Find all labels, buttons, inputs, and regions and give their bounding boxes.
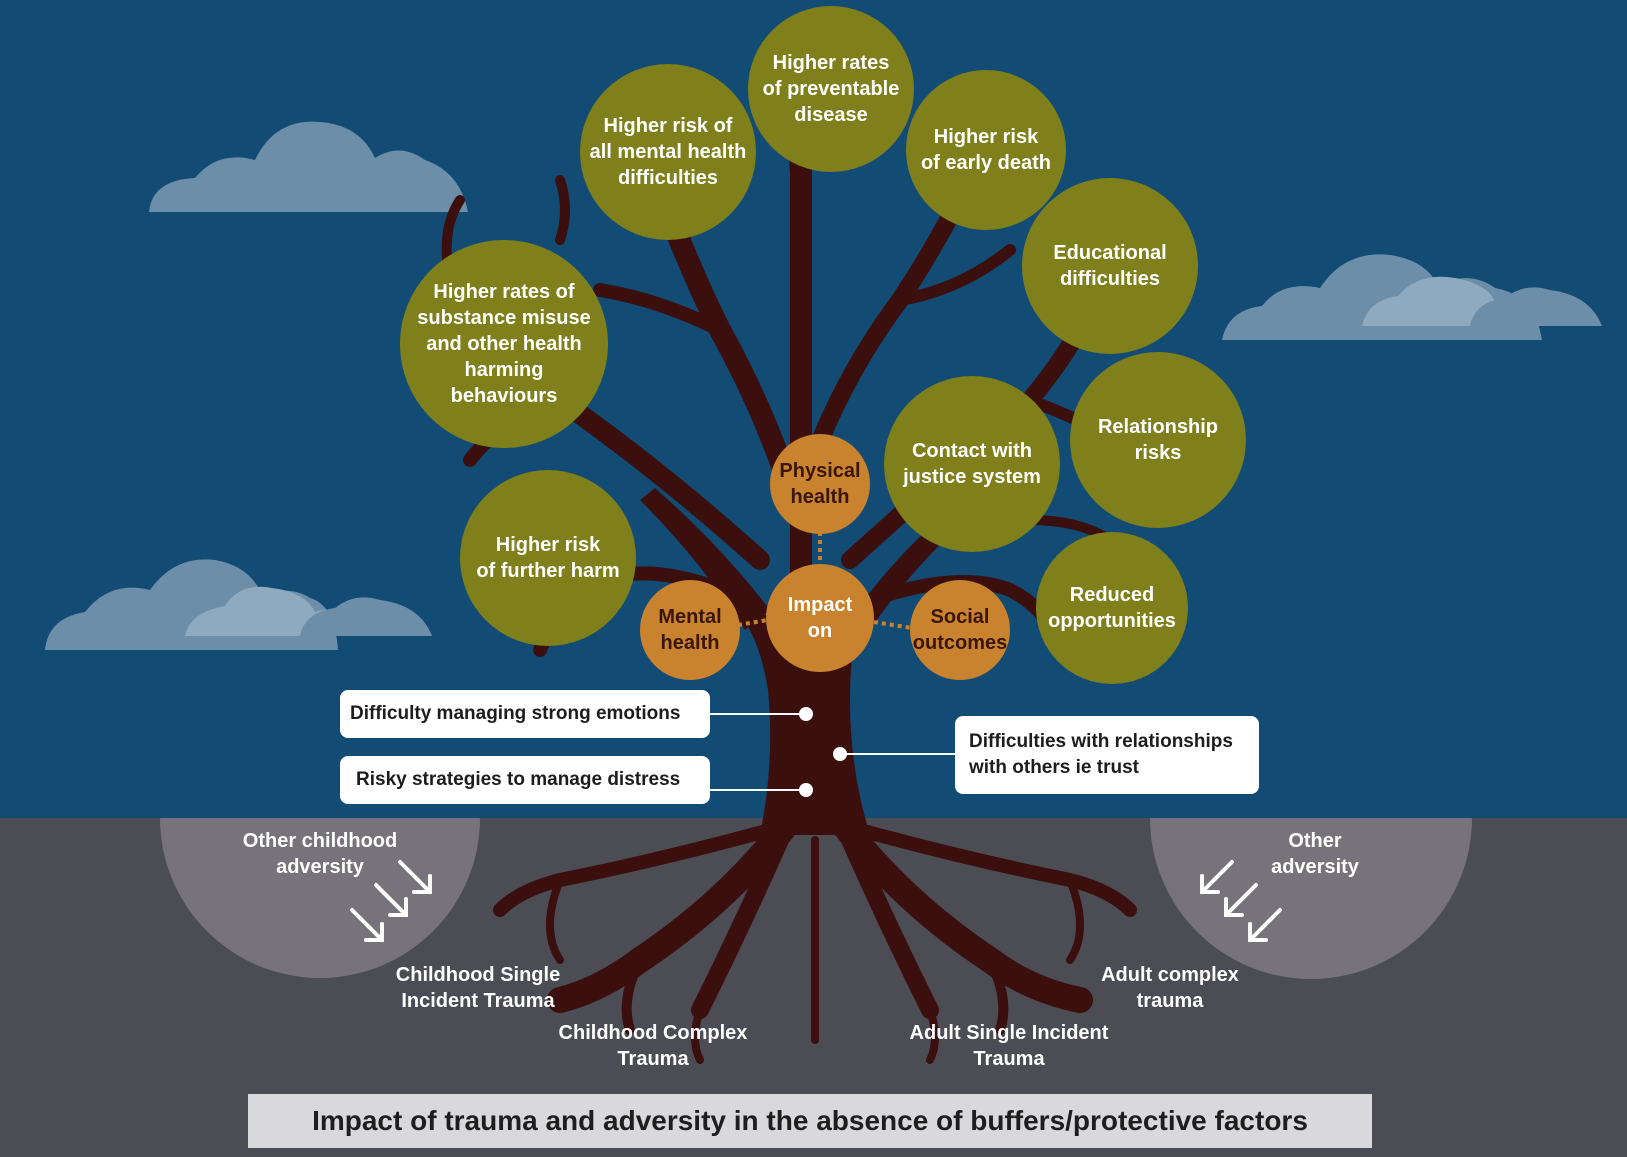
root-childhood-single-label: Childhood Single Incident Trauma <box>395 964 561 1012</box>
impact-preventable-disease-label: Higher rates of preventable disease <box>762 52 900 126</box>
callout-relationships-trust-label: Difficulties with relationships with oth… <box>969 731 1233 778</box>
impact-preventable-disease: Higher rates of preventable disease <box>748 6 914 172</box>
category-physical-health: Physical health <box>770 434 870 534</box>
arrow-down-left-icon <box>1224 883 1258 917</box>
category-social-outcomes: Social outcomes <box>910 580 1010 680</box>
category-impact-on: Impact on <box>766 564 874 672</box>
arrow-down-left-icon <box>1200 860 1234 894</box>
root-adult-complex-label: Adult complex trauma <box>1101 964 1239 1012</box>
title-banner: Impact of trauma and adversity in the ab… <box>248 1094 1372 1148</box>
tree-roots <box>493 807 1137 1064</box>
adversity-dome-left <box>160 818 480 978</box>
arrow-down-right-icon <box>374 883 408 917</box>
impact-early-death: Higher risk of early death <box>906 70 1066 230</box>
arrow-icons-right <box>1200 860 1282 942</box>
impact-relationship-risks-label: Relationship risks <box>1097 416 1218 464</box>
impact-educational-difficulties-label: Educational difficulties <box>1053 242 1167 290</box>
callout-connectors <box>710 707 955 797</box>
category-impact-on-label: Impact on <box>787 594 853 642</box>
callout-relationships-trust: Difficulties with relationships with oth… <box>955 716 1259 794</box>
impact-reduced-opportunities: Reduced opportunities <box>1036 532 1188 684</box>
category-mental-health: Mental health <box>640 580 740 680</box>
category-connectors <box>737 532 913 630</box>
root-childhood-complex-label: Childhood Complex Trauma <box>558 1022 748 1070</box>
adversity-other-label: Other adversity <box>1271 830 1359 878</box>
arrow-down-right-icon <box>350 908 384 942</box>
callout-strong-emotions-label: Difficulty managing strong emotions <box>350 703 681 724</box>
cloud-right <box>1222 254 1602 340</box>
category-mental-health-label: Mental health <box>658 606 722 654</box>
impact-substance-misuse: Higher rates of substance misuse and oth… <box>400 240 608 448</box>
category-social-outcomes-label: Social outcomes <box>912 606 1008 654</box>
impact-mental-health-difficulties-label: Higher risk of all mental health difficu… <box>589 115 747 189</box>
callout-strong-emotions: Difficulty managing strong emotions <box>340 690 710 738</box>
arrow-down-left-icon <box>1248 908 1282 942</box>
impact-justice-system-label: Contact with justice system <box>903 440 1041 488</box>
arrow-down-right-icon <box>398 860 432 894</box>
impact-mental-health-difficulties: Higher risk of all mental health difficu… <box>580 64 756 240</box>
page-title: Impact of trauma and adversity in the ab… <box>312 1105 1308 1136</box>
category-physical-health-label: Physical health <box>779 460 861 508</box>
impact-justice-system: Contact with justice system <box>884 376 1060 552</box>
impact-early-death-label: Higher risk of early death <box>920 126 1052 174</box>
impact-further-harm-label: Higher risk of further harm <box>476 534 620 582</box>
cloud-top-left <box>149 121 468 212</box>
adversity-childhood-label: Other childhood adversity <box>242 830 398 878</box>
impact-substance-misuse-label: Higher rates of substance misuse and oth… <box>417 281 591 407</box>
arrow-icons-left <box>350 860 432 942</box>
callout-manage-distress: Risky strategies to manage distress <box>340 756 710 804</box>
impact-reduced-opportunities-label: Reduced opportunities <box>1048 584 1176 632</box>
root-adult-single-label: Adult Single Incident Trauma <box>909 1022 1109 1070</box>
impact-further-harm: Higher risk of further harm <box>460 470 636 646</box>
impact-educational-difficulties: Educational difficulties <box>1022 178 1198 354</box>
impact-relationship-risks: Relationship risks <box>1070 352 1246 528</box>
callout-manage-distress-label: Risky strategies to manage distress <box>356 769 681 790</box>
adversity-dome-right <box>1150 818 1472 979</box>
cloud-mid-left <box>45 559 432 650</box>
